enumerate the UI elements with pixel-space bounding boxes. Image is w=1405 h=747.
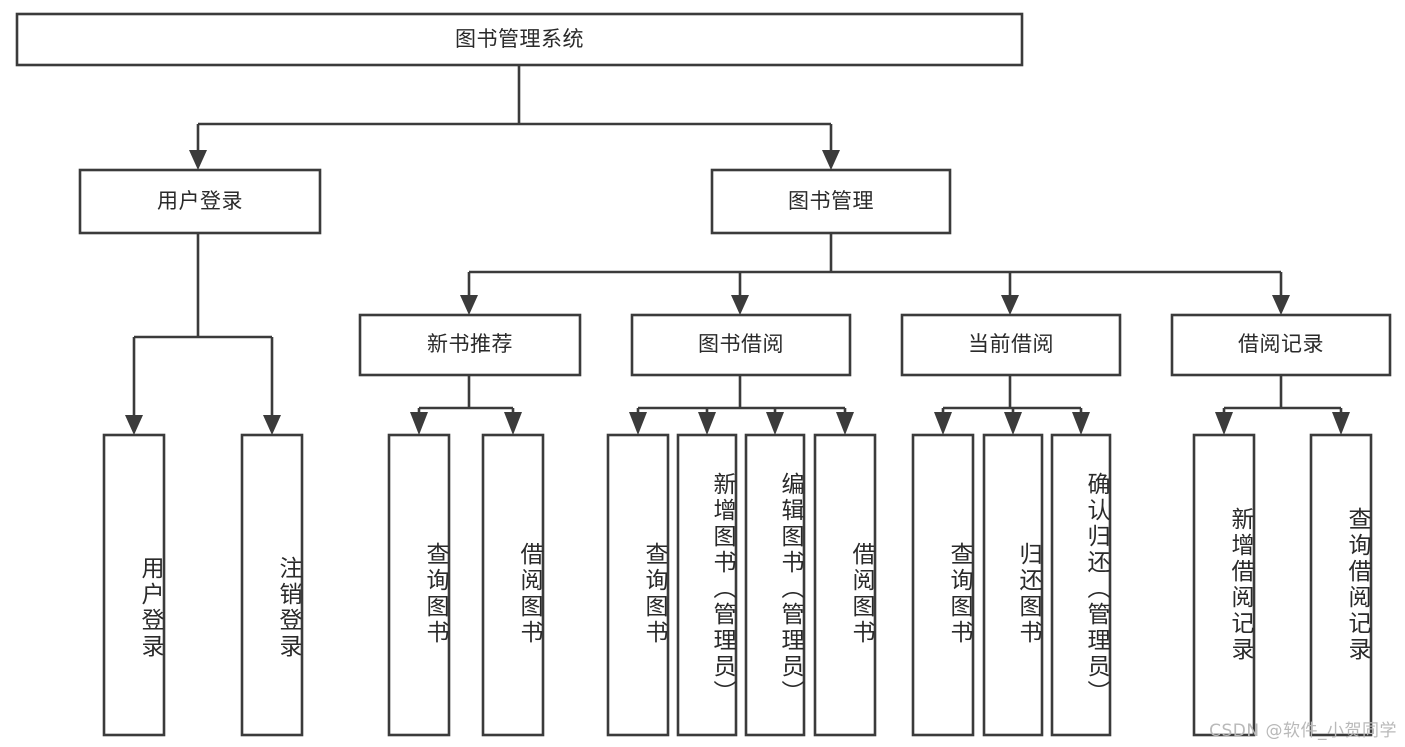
node-box-borrow-record[interactable] (1170, 313, 1392, 377)
node-box-leaf-add-record[interactable] (1192, 433, 1256, 737)
node-box-leaf-edit-book[interactable] (744, 433, 806, 737)
node-box-leaf-query-record[interactable] (1309, 433, 1373, 737)
node-box-book-borrow[interactable] (630, 313, 852, 377)
arrow-head-icon (125, 415, 143, 435)
node-box-root[interactable] (15, 12, 1024, 67)
arrow-head-icon (1072, 412, 1090, 435)
node-box-leaf-borrow-book-new[interactable] (481, 433, 545, 737)
arrow-head-icon (836, 412, 854, 435)
arrow-head-icon (1001, 295, 1019, 315)
arrow-head-icon (1004, 412, 1022, 435)
node-box-leaf-query-book-borrow[interactable] (606, 433, 670, 737)
node-box-current-borrow[interactable] (900, 313, 1122, 377)
node-box-leaf-add-book[interactable] (676, 433, 738, 737)
node-box-book-management[interactable] (710, 168, 952, 235)
node-box-leaf-confirm-return[interactable] (1050, 433, 1112, 737)
node-box-new-book-recommend[interactable] (358, 313, 582, 377)
connector-book-borrow-to-leaves (629, 375, 854, 435)
connector-borrow-record-to-leaves (1215, 375, 1350, 435)
connector-user-login-to-leaves (125, 233, 281, 435)
arrow-head-icon (460, 295, 478, 315)
node-box-leaf-query-book-new[interactable] (387, 433, 451, 737)
connector-book-management-to-level3 (460, 233, 1290, 315)
arrow-head-icon (934, 412, 952, 435)
node-box-leaf-user-login[interactable] (102, 433, 166, 737)
arrow-head-icon (504, 412, 522, 435)
arrow-head-icon (698, 412, 716, 435)
arrow-head-icon (629, 412, 647, 435)
arrow-head-icon (731, 295, 749, 315)
arrow-head-icon (822, 150, 840, 170)
arrow-head-icon (766, 412, 784, 435)
node-box-leaf-logout[interactable] (240, 433, 304, 737)
arrow-head-icon (410, 412, 428, 435)
connector-new-book-recommend-to-leaves (410, 375, 522, 435)
node-box-user-login[interactable] (78, 168, 322, 235)
node-box-leaf-query-book-current[interactable] (911, 433, 975, 737)
arrow-head-icon (189, 150, 207, 170)
arrow-head-icon (1272, 295, 1290, 315)
csdn-watermark: CSDN @软件_小贺同学 (1209, 721, 1397, 741)
arrow-head-icon (1215, 412, 1233, 435)
node-box-leaf-borrow-book[interactable] (813, 433, 877, 737)
node-box-leaf-return-book[interactable] (982, 433, 1044, 737)
connector-root-to-level2 (189, 65, 840, 170)
connector-current-borrow-to-leaves (934, 375, 1090, 435)
arrow-head-icon (1332, 412, 1350, 435)
arrow-head-icon (263, 415, 281, 435)
